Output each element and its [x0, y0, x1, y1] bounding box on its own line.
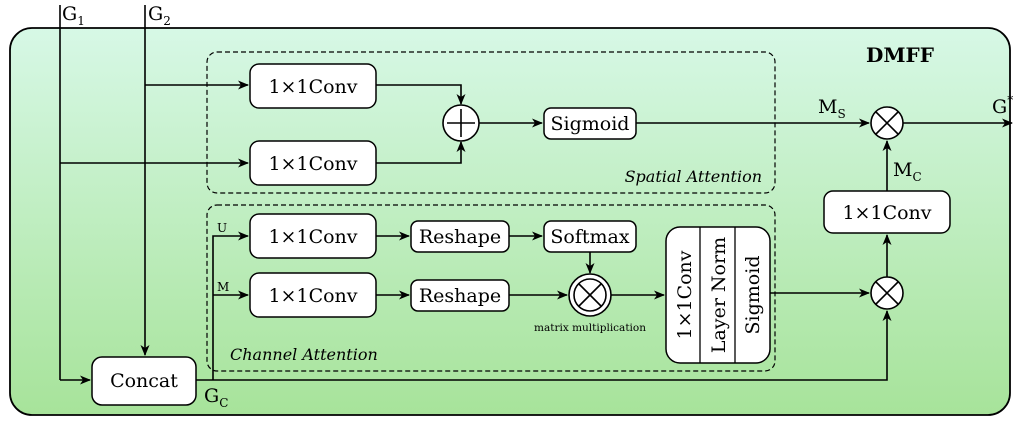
- stack-layernorm-label: Layer Norm: [708, 237, 730, 353]
- concat-box: [91, 356, 197, 406]
- channel-conv-u-label: 1×1Conv: [268, 226, 357, 248]
- output-label: G*: [992, 93, 1013, 118]
- stack-sigmoid-label: Sigmoid: [742, 256, 764, 335]
- matrix-multiply-operator-icon: [568, 273, 612, 317]
- conv-top-to-add-wire: [376, 84, 466, 105]
- spatial-sigmoid-label: Sigmoid: [551, 113, 630, 135]
- module-title: DMFF: [866, 43, 934, 67]
- channel-multiply-operator-icon: [870, 276, 904, 310]
- final-multiply-operator-icon: [870, 106, 904, 140]
- input-g1-label: G1: [62, 3, 85, 28]
- gc-to-u-wire: [212, 231, 249, 380]
- ms-label: MS: [818, 96, 846, 121]
- matmul-label: matrix multiplication: [534, 322, 646, 334]
- concat-label: Concat: [110, 370, 178, 392]
- mc-label: MC: [893, 159, 922, 184]
- spatial-attention-label: Spatial Attention: [625, 167, 762, 186]
- channel-attention-group: [206, 204, 776, 372]
- u-label: U: [217, 221, 227, 235]
- channel-conv-m-label: 1×1Conv: [268, 285, 357, 307]
- softmax-label: Softmax: [550, 226, 629, 248]
- output-conv-label: 1×1Conv: [842, 202, 931, 224]
- gc-to-multiply-wire: [196, 310, 892, 381]
- spatial-conv-top-box: [249, 63, 377, 109]
- input-g2-label: G2: [148, 3, 171, 28]
- conv-bottom-to-add-wire: [376, 141, 466, 164]
- gc-label: GC: [204, 385, 228, 410]
- m-label: M: [217, 280, 229, 294]
- reshape-m-label: Reshape: [419, 285, 501, 307]
- stack-conv-label: 1×1Conv: [674, 250, 696, 339]
- channel-attention-label: Channel Attention: [230, 345, 378, 364]
- norm-stack-box: [665, 226, 771, 364]
- spatial-conv-top-label: 1×1Conv: [268, 76, 357, 98]
- reshape-u-label: Reshape: [419, 226, 501, 248]
- spatial-conv-bottom-label: 1×1Conv: [268, 153, 357, 175]
- add-operator-icon: [442, 104, 480, 142]
